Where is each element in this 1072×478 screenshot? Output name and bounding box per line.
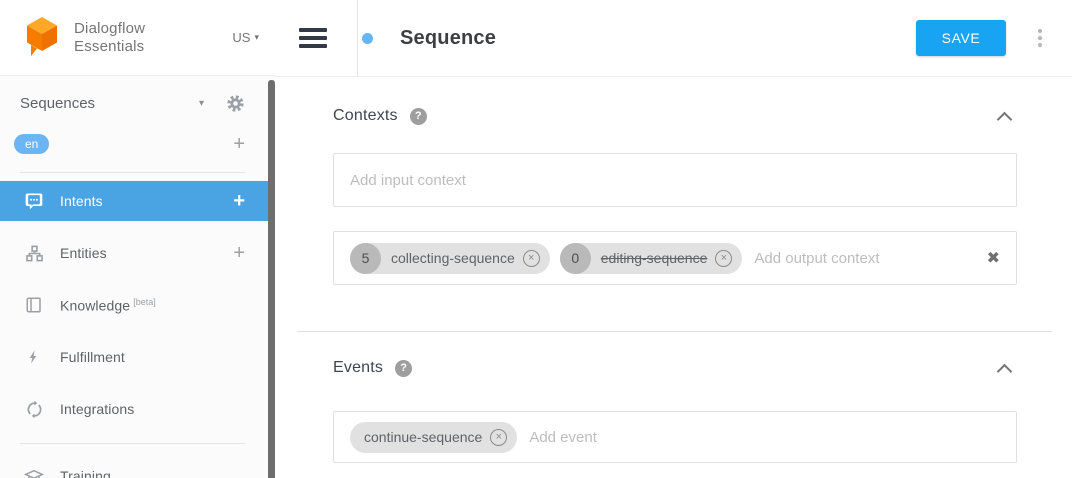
help-icon[interactable]: ? [395, 359, 413, 377]
chip-label: collecting-sequence [391, 250, 515, 266]
logo-text: Dialogflow Essentials [74, 20, 232, 56]
context-chip[interactable]: 5 collecting-sequence × [350, 242, 550, 274]
menu-hamburger-icon[interactable] [299, 28, 327, 48]
sidebar-item-label: Integrations [60, 401, 135, 417]
sidebar: Dialogflow Essentials US ▾ Sequences ▾ e… [0, 0, 275, 478]
sidebar-scrollbar[interactable] [268, 80, 275, 478]
chip-lifespan: 5 [350, 242, 381, 274]
region-label: US [232, 30, 251, 45]
add-entity-button[interactable]: + [233, 241, 245, 264]
sidebar-item-label: Entities [60, 245, 107, 261]
sidebar-divider [20, 443, 245, 444]
agent-settings-gear-icon[interactable] [226, 94, 245, 113]
intent-editor-content: Contexts ? Add input context 5 collectin… [275, 77, 1072, 478]
logo-line1: Dialogflow [74, 19, 146, 37]
main-area: Sequence SAVE Contexts ? Add input conte… [275, 0, 1072, 478]
chevron-down-icon: ▾ [254, 32, 259, 42]
output-context-chips: 5 collecting-sequence × 0 editing-sequen… [350, 242, 743, 274]
graduation-cap-icon [24, 466, 44, 478]
sidebar-divider [20, 172, 245, 173]
language-row: en + [0, 126, 275, 162]
sidebar-item-label: Training [60, 468, 111, 478]
sidebar-item-label: Intents [60, 193, 103, 209]
help-icon[interactable]: ? [409, 107, 427, 125]
page-header: Sequence SAVE [275, 0, 1072, 77]
remove-chip-icon[interactable]: × [715, 249, 733, 267]
add-language-button[interactable]: + [233, 132, 245, 155]
output-context-placeholder: Add output context [754, 249, 880, 267]
chip-label: continue-sequence [364, 429, 483, 445]
section-divider [297, 331, 1052, 332]
agent-name[interactable]: Sequences [20, 94, 96, 112]
event-chips: continue-sequence × [350, 421, 518, 453]
input-context-placeholder: Add input context [350, 171, 466, 189]
events-section-header: Events ? [333, 357, 1017, 379]
sidebar-item-intents[interactable]: Intents + [0, 181, 275, 221]
bolt-icon [24, 347, 44, 367]
contexts-section-header: Contexts ? [333, 105, 1017, 127]
context-chip[interactable]: 0 editing-sequence × [559, 242, 743, 274]
event-chip[interactable]: continue-sequence × [350, 421, 518, 453]
chat-icon [24, 191, 44, 211]
region-selector[interactable]: US ▾ [232, 30, 265, 45]
sidebar-item-label: Fulfillment [60, 349, 125, 365]
chip-lifespan: 0 [559, 242, 591, 274]
contexts-title: Contexts [333, 107, 398, 124]
header-divider [357, 0, 358, 76]
intent-status-dot [362, 32, 373, 44]
agent-dropdown-icon[interactable]: ▾ [198, 97, 204, 109]
sidebar-header: Dialogflow Essentials US ▾ [0, 0, 275, 76]
sidebar-item-integrations[interactable]: Integrations [0, 389, 275, 429]
save-button[interactable]: SAVE [916, 20, 1006, 56]
logo-line2: Essentials [74, 37, 145, 55]
chip-label: editing-sequence [600, 250, 708, 266]
input-context-field[interactable]: Add input context [333, 153, 1017, 207]
agent-selector-row: Sequences ▾ [0, 80, 275, 126]
dialogflow-logo-icon [27, 16, 57, 56]
sidebar-item-knowledge[interactable]: Knowledge[beta] [0, 285, 275, 325]
sitemap-icon [24, 243, 44, 263]
sidebar-item-fulfillment[interactable]: Fulfillment [0, 337, 275, 377]
sidebar-item-label: Knowledge[beta] [60, 296, 156, 314]
sidebar-nav: Intents + Entities + Knowledge[beta] [0, 181, 275, 478]
sync-icon [24, 399, 44, 419]
remove-chip-icon[interactable]: × [522, 249, 540, 267]
chevron-up-icon[interactable] [999, 110, 1011, 122]
beta-badge: [beta] [133, 296, 156, 307]
chevron-up-icon[interactable] [999, 362, 1011, 374]
sidebar-item-entities[interactable]: Entities + [0, 233, 275, 273]
clear-contexts-icon[interactable]: ✖ [986, 250, 1000, 267]
book-icon [24, 295, 44, 315]
sidebar-item-training[interactable]: Training [0, 456, 275, 478]
more-options-kebab-icon[interactable] [1034, 25, 1046, 51]
output-context-field[interactable]: 5 collecting-sequence × 0 editing-sequen… [333, 231, 1017, 285]
event-placeholder: Add event [529, 428, 597, 446]
add-intent-button[interactable]: + [233, 189, 245, 212]
page-title: Sequence [400, 26, 497, 49]
events-title: Events [333, 359, 384, 376]
remove-chip-icon[interactable]: × [490, 428, 508, 446]
events-field[interactable]: continue-sequence × Add event [333, 411, 1017, 463]
language-badge[interactable]: en [14, 134, 50, 154]
